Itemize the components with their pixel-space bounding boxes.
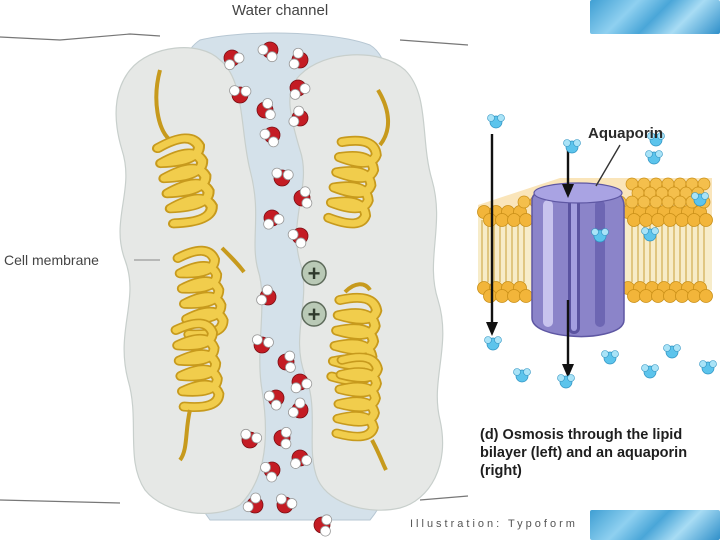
illustration-credit: Illustration: Typoform [410,518,578,530]
water-molecule-small [641,227,659,242]
decorative-tile-bottom [590,510,720,540]
water-molecule [290,373,313,394]
water-molecule-small [484,336,502,351]
water-molecule-small [487,114,505,129]
water-molecule [252,334,274,354]
svg-text:+: + [308,302,321,327]
water-molecule-small [645,150,663,165]
water-molecule-small [601,350,619,365]
cell-membrane-label: Cell membrane [4,252,99,268]
water-molecule [260,461,281,483]
water-molecule [287,397,309,419]
helix-left-lower [176,249,225,462]
osmosis-arrow-lipid [486,134,498,336]
decorative-tile-top [590,0,720,34]
water-molecule-small [513,368,531,383]
small-water-molecules [484,114,717,389]
water-molecule [223,49,245,71]
water-molecule [273,427,292,450]
charge-marker-1: + [301,260,327,286]
aquaporin-label: Aquaporin [588,125,663,142]
water-molecule [263,209,285,230]
water-molecule [271,167,294,187]
water-molecule-small [563,139,581,154]
membrane-top-line [0,33,161,41]
helix-right-upper [328,88,390,226]
water-molecule [259,126,281,148]
figure-caption: (d) Osmosis through the lipid bilayer (l… [480,427,688,479]
water-molecule-small [691,192,709,207]
water-molecule [257,41,279,63]
water-molecule-small [591,228,609,243]
aquaporin-protein [531,182,625,338]
water-molecule [289,79,311,100]
water-molecule [290,449,312,469]
aquaporin-leader-line [595,144,621,187]
water-molecule-small [699,360,717,375]
water-molecule [256,98,276,120]
membrane-bottom-line [0,499,121,504]
water-molecule [313,514,333,537]
water-molecule [242,492,264,514]
water-molecule [277,350,296,373]
water-molecules [223,41,333,537]
water-molecule-small [663,344,681,359]
svg-text:+: + [308,261,321,286]
water-molecule [288,105,309,127]
helix-right-lower [332,282,388,471]
water-channel-label: Water channel [232,2,329,19]
water-molecule [229,85,252,104]
helix-left-upper [156,69,246,274]
water-molecule-small [647,132,665,147]
water-molecule [256,284,277,306]
water-molecule [293,186,313,209]
water-molecule [240,428,263,449]
water-molecule-small [641,364,659,379]
water-molecule [287,227,309,249]
charge-marker-2: + [301,301,327,327]
water-molecule [263,389,285,411]
water-molecule [288,47,309,70]
water-molecule-small [557,374,575,389]
osmosis-arrow-aquaporin [562,150,574,378]
water-molecule [275,493,298,514]
